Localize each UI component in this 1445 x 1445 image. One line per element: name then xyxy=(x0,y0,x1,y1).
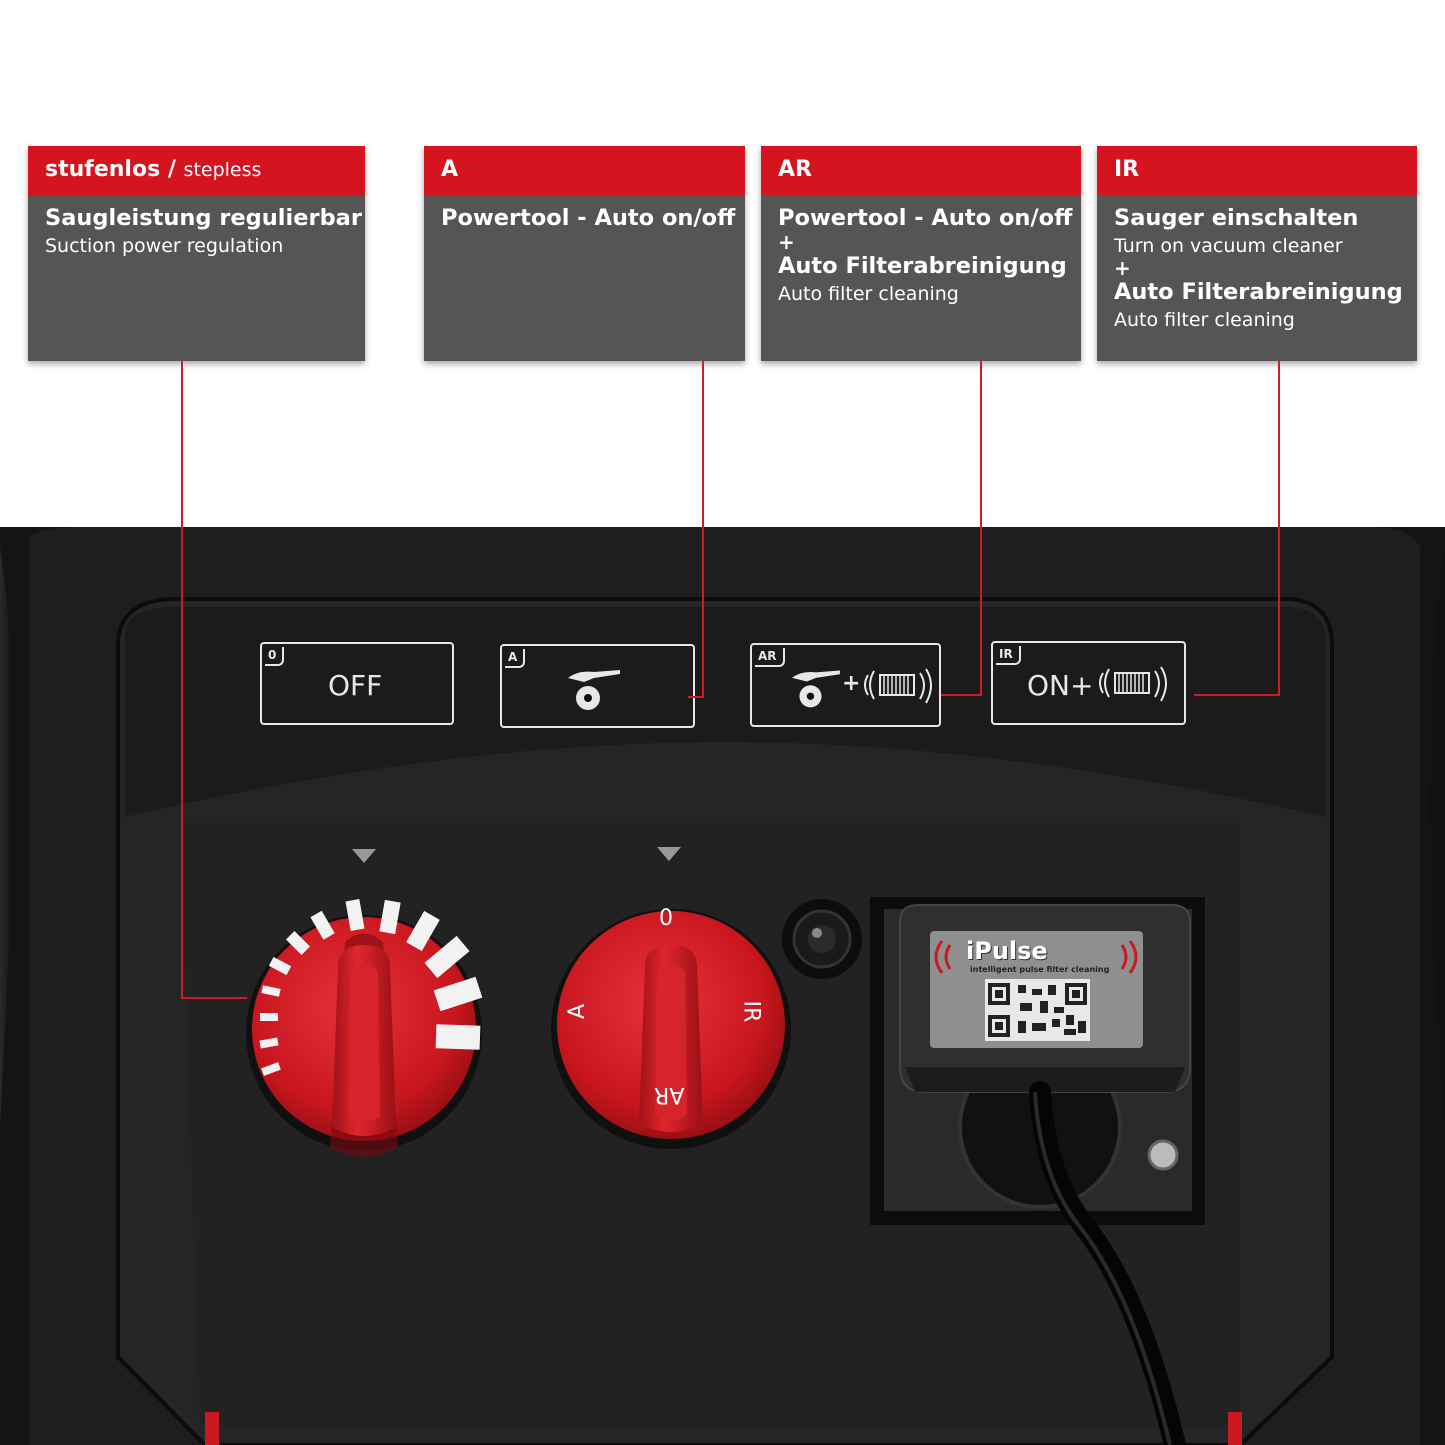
callout-subtitle: Auto filter cleaning xyxy=(778,283,959,305)
power-tool-icon xyxy=(792,670,840,708)
connector-line-ar xyxy=(941,361,982,696)
callout-title: Saugleistung regulierbar xyxy=(45,205,362,231)
callout-plus: + xyxy=(778,230,795,254)
mode-selector-knob[interactable] xyxy=(551,909,791,1149)
selector-label-0: 0 xyxy=(659,906,673,931)
power-tool-icon xyxy=(568,670,620,710)
selector-label-ar: AR xyxy=(654,1082,685,1107)
power-socket[interactable] xyxy=(870,897,1205,1225)
callout-header: A xyxy=(424,146,745,195)
connector-line-a xyxy=(688,361,704,698)
callout-body: Powertool - Auto on/off xyxy=(424,195,745,233)
machine-body xyxy=(0,527,1445,1445)
callout-plus: + xyxy=(1114,256,1131,280)
callout-header: stufenlos / stepless xyxy=(28,146,365,195)
callout-body: Saugleistung regulierbar Suction power r… xyxy=(28,195,365,259)
filter-cleaning-icon xyxy=(864,668,932,704)
callout-a: A Powertool - Auto on/off xyxy=(424,146,745,361)
callout-title: Sauger einschalten xyxy=(1114,205,1359,231)
mode-label-a: A xyxy=(500,644,695,728)
suction-power-knob[interactable] xyxy=(246,899,483,1157)
callout-header: AR xyxy=(761,146,1081,195)
callout-title-2: Auto Filterabreinigung xyxy=(1114,279,1403,305)
indicator-lamp xyxy=(782,899,862,979)
mode-label-off: 0 OFF xyxy=(260,642,454,725)
selector-label-ir: IR xyxy=(738,1000,764,1023)
selector-label-a: A xyxy=(565,1003,591,1020)
callout-title: Powertool - Auto on/off xyxy=(441,205,736,231)
ipulse-tagline: intelligent pulse filter cleaning xyxy=(970,965,1110,974)
callout-title: Powertool - Auto on/off xyxy=(778,205,1073,231)
mode-label-ar: AR + xyxy=(750,643,941,727)
ipulse-brand: iPulse xyxy=(966,937,1048,965)
callout-title-2: Auto Filterabreinigung xyxy=(778,253,1067,279)
callout-header: IR xyxy=(1097,146,1417,195)
callout-stepless: stufenlos / stepless Saugleistung reguli… xyxy=(28,146,365,361)
callout-subtitle: Turn on vacuum cleaner xyxy=(1114,235,1343,257)
connector-line-ir xyxy=(1194,361,1280,696)
vacuum-control-panel-photo: 0 A IR AR iPulse intelligent pulse filte… xyxy=(0,527,1445,1445)
callout-ir: IR Sauger einschalten Turn on vacuum cle… xyxy=(1097,146,1417,361)
filter-cleaning-icon xyxy=(1099,666,1167,702)
connector-line-stepless xyxy=(181,361,247,999)
callout-body: Sauger einschalten Turn on vacuum cleane… xyxy=(1097,195,1417,333)
callout-body: Powertool - Auto on/off + Auto Filterabr… xyxy=(761,195,1081,307)
callout-ar: AR Powertool - Auto on/off + Auto Filter… xyxy=(761,146,1081,361)
callout-subtitle: Suction power regulation xyxy=(45,235,284,257)
callout-subtitle-2: Auto filter cleaning xyxy=(1114,309,1295,331)
mode-label-ir: IR ON+ xyxy=(991,641,1186,725)
